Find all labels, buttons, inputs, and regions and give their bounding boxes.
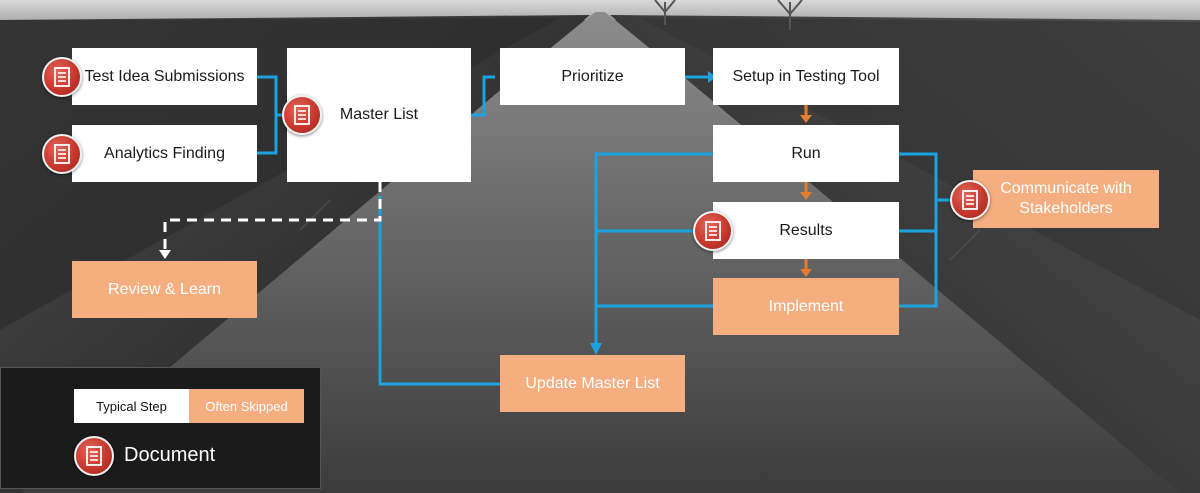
step-label: Review & Learn [108,280,221,300]
legend-label: Typical Step [96,399,167,414]
step-setup-testing-tool: Setup in Testing Tool [713,48,899,105]
document-icon [74,436,114,476]
step-label: Setup in Testing Tool [732,67,879,87]
step-prioritize: Prioritize [500,48,685,105]
legend-often-skipped: Often Skipped [189,389,304,423]
step-label: Test Idea Submissions [84,67,244,87]
legend-typical-step: Typical Step [74,389,189,423]
step-update-master-list: Update Master List [500,355,685,412]
step-review-and-learn: Review & Learn [72,261,257,318]
step-label: Master List [340,105,418,125]
step-label: Run [791,144,820,164]
step-label: Results [779,221,832,241]
step-label: Prioritize [561,67,623,87]
legend-panel [0,367,321,489]
step-analytics-finding: Analytics Finding [72,125,257,182]
legend-document-label: Document [124,444,215,467]
document-icon [693,211,733,251]
step-communicate-with-stakeholders: Communicate with Stakeholders [973,170,1159,228]
step-test-idea-submissions: Test Idea Submissions [72,48,257,105]
step-label: Communicate with Stakeholders [991,179,1141,219]
document-icon [282,95,322,135]
step-label: Implement [769,297,844,317]
document-icon [42,134,82,174]
document-icon [42,57,82,97]
step-label: Update Master List [525,374,659,394]
step-results: Results [713,202,899,259]
step-implement: Implement [713,278,899,335]
step-run: Run [713,125,899,182]
legend-label: Often Skipped [205,399,287,414]
step-label: Analytics Finding [104,144,225,164]
document-icon [950,180,990,220]
